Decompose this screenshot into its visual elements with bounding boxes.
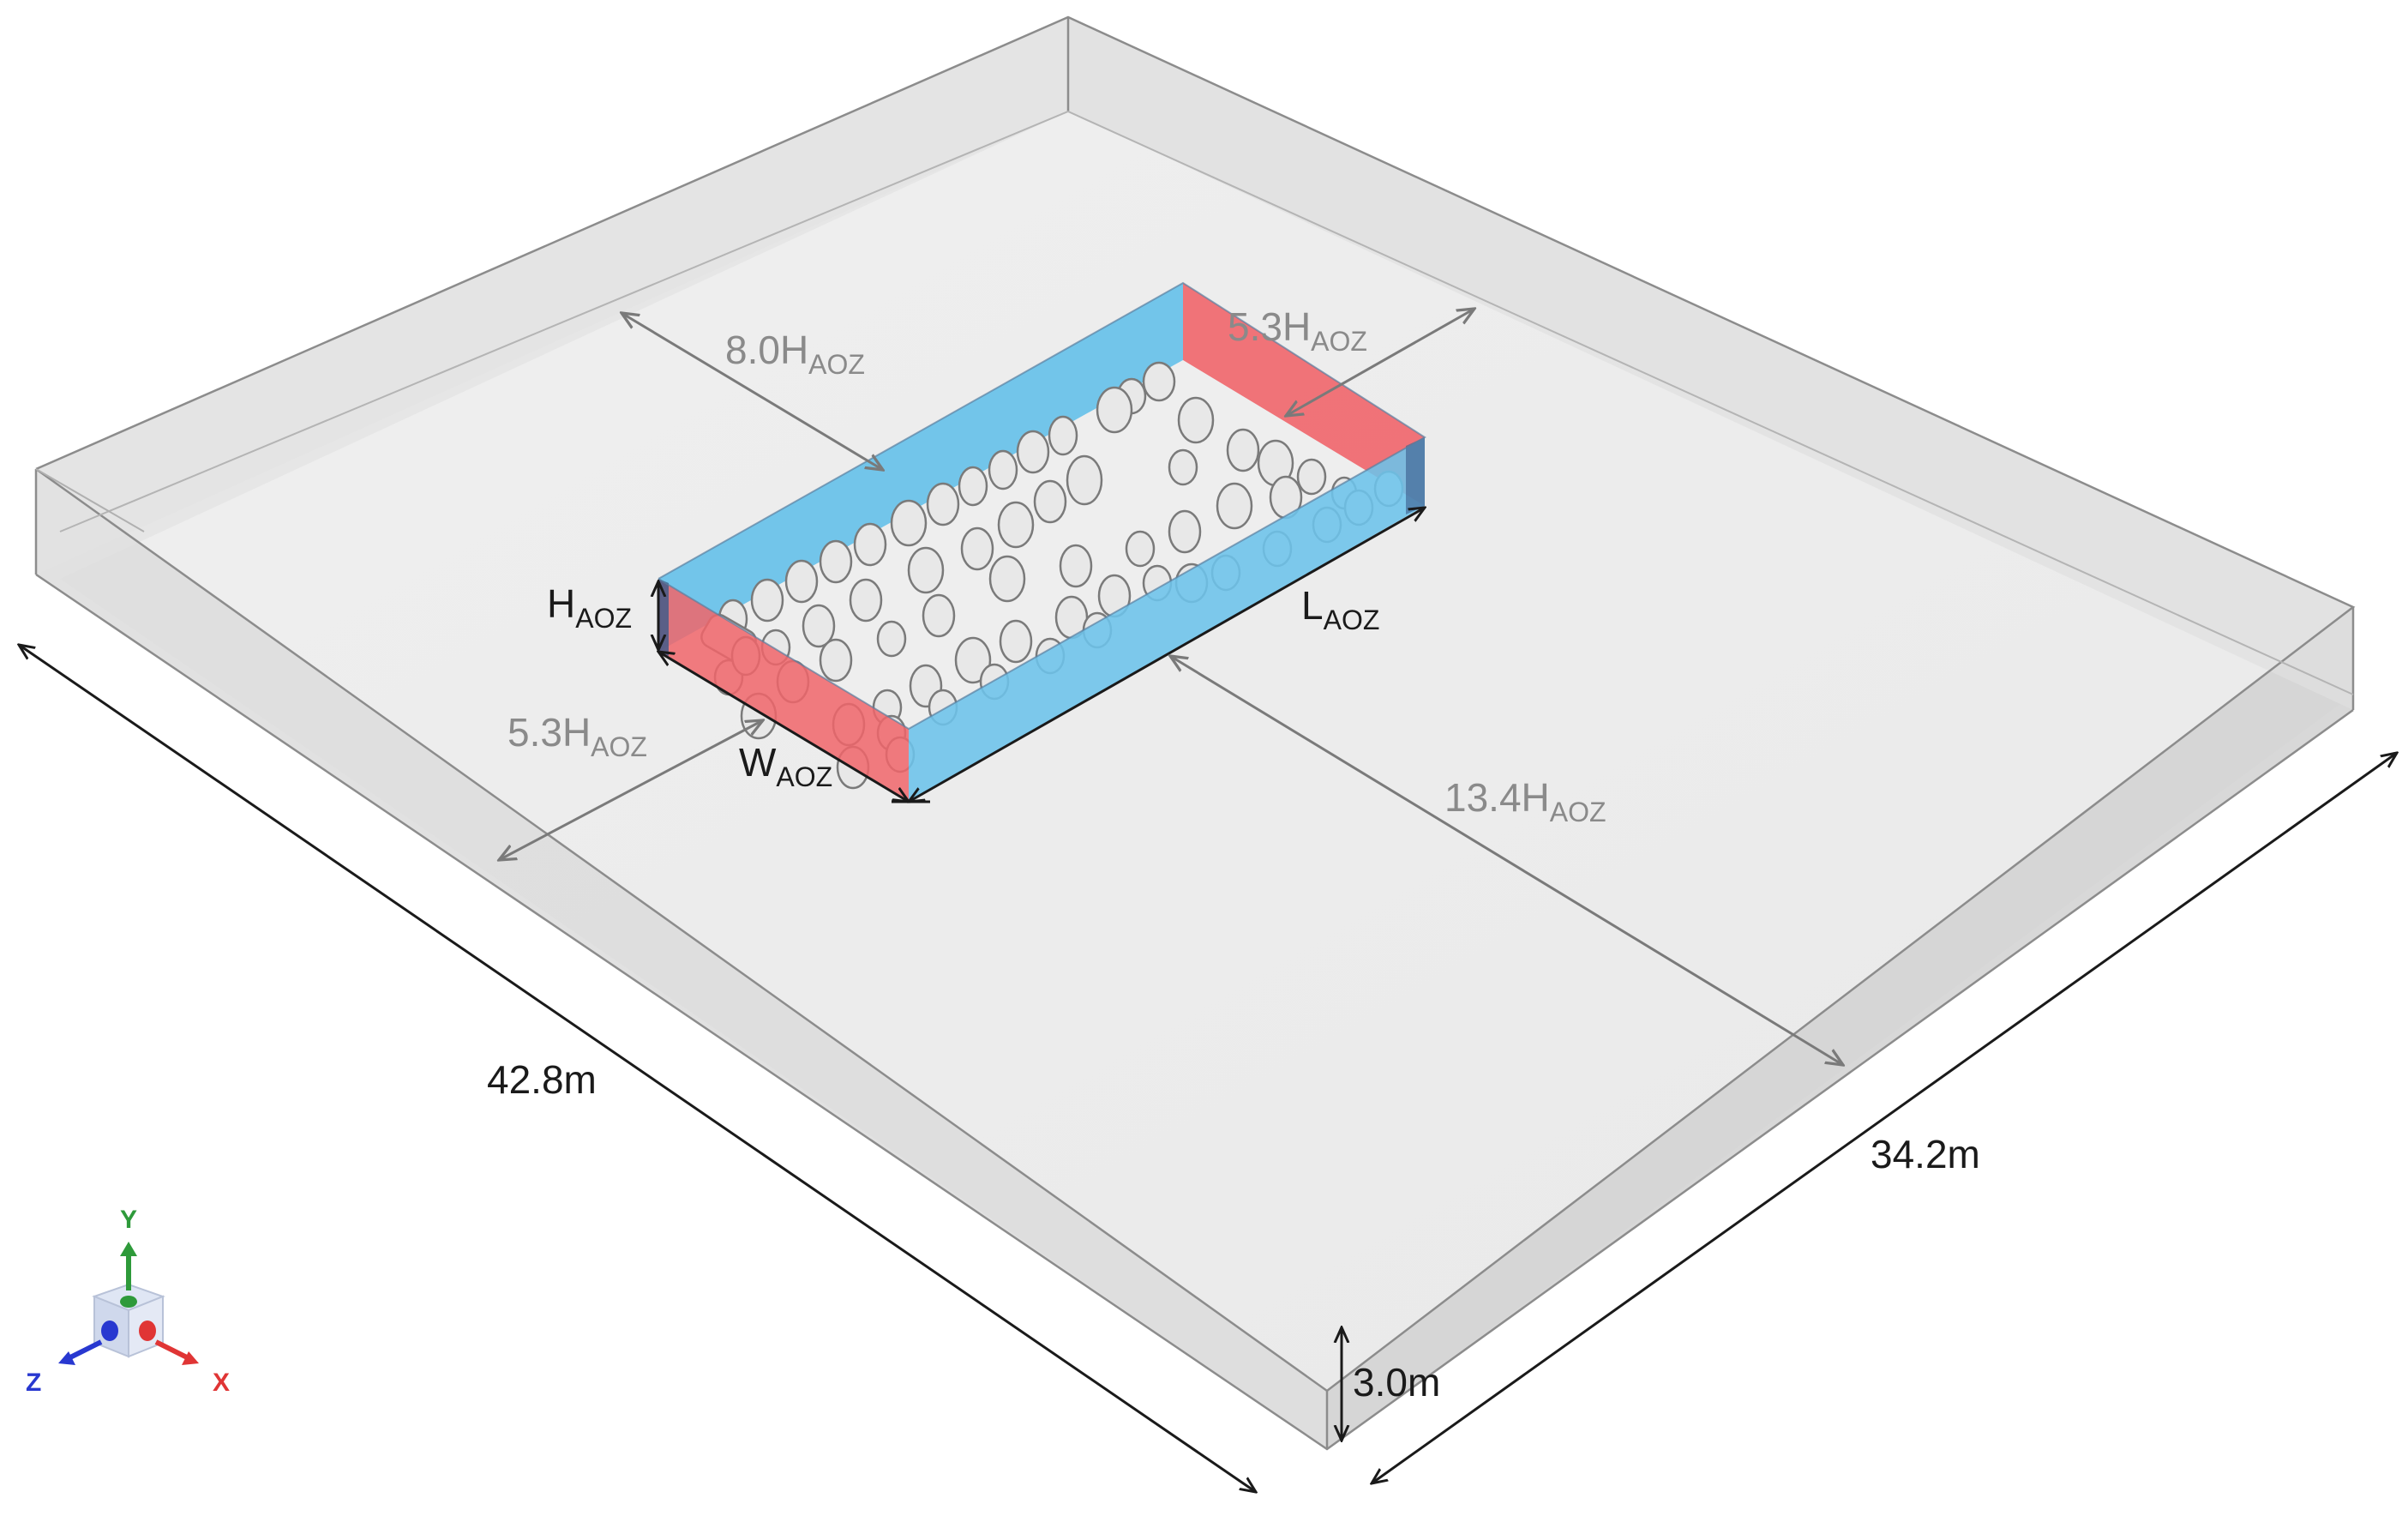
z-axis-label: Z xyxy=(26,1369,41,1397)
domain-height-label: 3.0m xyxy=(1353,1360,1440,1405)
domain-back-right-wall xyxy=(1068,17,2353,710)
side-gap-right-label: 5.3HAOZ xyxy=(1228,304,1367,357)
axis-triad: Y Z X xyxy=(26,1206,230,1397)
domain-dimension-arrows xyxy=(19,645,2397,1492)
labels: 8.0HAOZ 5.3HAOZ 5.3HAOZ 13.4HAOZ HAOZ LA… xyxy=(487,304,1980,1405)
y-axis-label: Y xyxy=(120,1206,137,1234)
domain-length-arrow xyxy=(19,645,1256,1492)
domain-width-label: 34.2m xyxy=(1871,1132,1980,1176)
upstream-gap-label: 8.0HAOZ xyxy=(725,328,865,380)
downstream-gap-label: 13.4HAOZ xyxy=(1444,775,1606,827)
domain-box xyxy=(34,15,2356,1451)
aoz-width-label: WAOZ xyxy=(739,740,832,792)
domain-width-arrow xyxy=(1372,753,2397,1483)
domain-floor-edges xyxy=(59,110,2354,695)
x-axis-arrow xyxy=(154,1339,192,1362)
upstream-gap-arrow xyxy=(622,313,883,470)
domain-inner-rim-left xyxy=(35,468,145,532)
aoz-right-end-strip xyxy=(1406,437,1425,514)
domain-length-label: 42.8m xyxy=(487,1057,597,1102)
aoz-left-end-strip xyxy=(658,579,669,656)
aoz-back-long-face xyxy=(658,283,1183,652)
side-gap-left-label: 5.3HAOZ xyxy=(507,710,647,762)
z-axis-arrow xyxy=(65,1339,103,1362)
aoz-height-label: HAOZ xyxy=(547,581,632,634)
side-gap-right-arrow xyxy=(1286,309,1474,416)
domain-back-left-wall xyxy=(36,17,1068,575)
x-axis-label: X xyxy=(213,1369,230,1397)
aoz-length-label: LAOZ xyxy=(1301,583,1379,635)
